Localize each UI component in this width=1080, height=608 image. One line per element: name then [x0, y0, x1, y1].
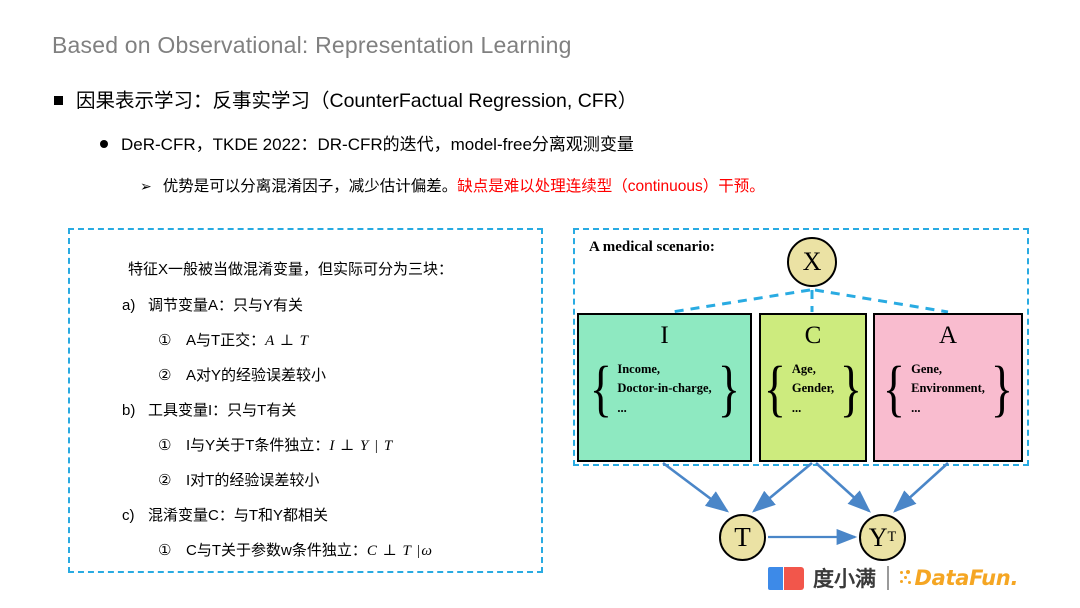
dot-bullet-icon: [100, 140, 108, 148]
variable-box-a-items: Gene, Environment, ...: [911, 362, 985, 415]
page-title: Based on Observational: Representation L…: [52, 32, 572, 58]
variable-box-a-letter: A: [938, 322, 958, 349]
edge-c-to-t: [751, 461, 813, 513]
datafun-dots-icon: [899, 568, 914, 588]
bullet-level-2: DeR-CFR，TKDE 2022：DR-CFR的迭代，model-free分离…: [100, 130, 634, 155]
variable-box-i: I { Income, Doctor-in-charge, ... }: [577, 313, 752, 462]
node-t: T: [719, 514, 766, 561]
book-right-page-icon: [784, 566, 804, 590]
left-panel-heading: 特征X一般被当做混淆变量，但实际可分为三块：: [128, 261, 454, 278]
edge-c-to-y: [815, 462, 871, 513]
bullet-level-3: ➢ 优势是可以分离混淆因子，减少估计偏差。 缺点是难以处理连续型（continu…: [140, 174, 765, 196]
variable-box-c-letter: C: [804, 322, 822, 349]
node-x: X: [787, 237, 837, 287]
footer-logo: 度小满 DataFun.: [768, 562, 1018, 594]
variable-box-i-content: { Income, Doctor-in-charge, ... }: [579, 354, 750, 423]
bullet-level-3-text-red: 缺点是难以处理连续型（continuous）干预。: [457, 178, 765, 195]
math-a-perp-t: A ⊥ T: [265, 333, 310, 349]
left-panel-item-c: c)混淆变量C：与T和Y都相关: [122, 507, 329, 524]
node-y-label: Y: [868, 522, 888, 552]
bullet-level-3-text-black: 优势是可以分离混淆因子，减少估计偏差。: [162, 178, 458, 195]
node-y-superscript: T: [887, 529, 897, 545]
bullet-level-1: 因果表示学习：反事实学习（CounterFactual Regression, …: [54, 84, 637, 113]
variable-box-a-content: { Gene, Environment, ... }: [875, 354, 1021, 423]
bullet-level-1-text: 因果表示学习：反事实学习（CounterFactual Regression, …: [76, 90, 638, 112]
variable-box-a: A { Gene, Environment, ... }: [873, 313, 1023, 462]
square-bullet-icon: [54, 96, 63, 105]
right-brace-icon: }: [839, 354, 863, 423]
bullet-level-2-text: DeR-CFR，TKDE 2022：DR-CFR的迭代，model-free分离…: [121, 135, 634, 154]
variable-box-c: C { Age, Gender, ... }: [759, 313, 867, 462]
brand-name-en: DataFun.: [914, 566, 1019, 590]
right-brace-icon: }: [717, 354, 740, 423]
brand-name-cn: 度小满: [813, 567, 876, 591]
edge-i-to-t: [662, 461, 730, 513]
book-logo-icon: [768, 566, 804, 590]
brand-divider: [887, 566, 889, 590]
right-brace-icon: }: [990, 354, 1013, 423]
scenario-label: A medical scenario:: [589, 239, 715, 255]
arrow-bullet-icon: ➢: [140, 178, 152, 194]
left-panel-item-b: b)工具变量I：只与T有关: [122, 402, 297, 419]
variable-box-c-items: Age, Gender, ...: [791, 362, 835, 415]
math-c-perp-t-given-w: C ⊥ T |ω: [366, 543, 433, 559]
left-brace-icon: {: [763, 354, 787, 423]
left-brace-icon: {: [589, 354, 612, 423]
variable-box-i-items: Income, Doctor-in-charge, ...: [617, 362, 712, 415]
book-left-page-icon: [768, 566, 783, 590]
variable-box-i-letter: I: [660, 322, 669, 349]
left-panel-item-a: a)调节变量A：只与Y有关: [122, 297, 304, 314]
math-i-perp-y-given-t: I ⊥ Y | T: [329, 438, 394, 454]
edge-a-to-y: [893, 462, 949, 513]
variable-box-c-content: { Age, Gender, ... }: [761, 354, 865, 423]
left-brace-icon: {: [883, 354, 906, 423]
